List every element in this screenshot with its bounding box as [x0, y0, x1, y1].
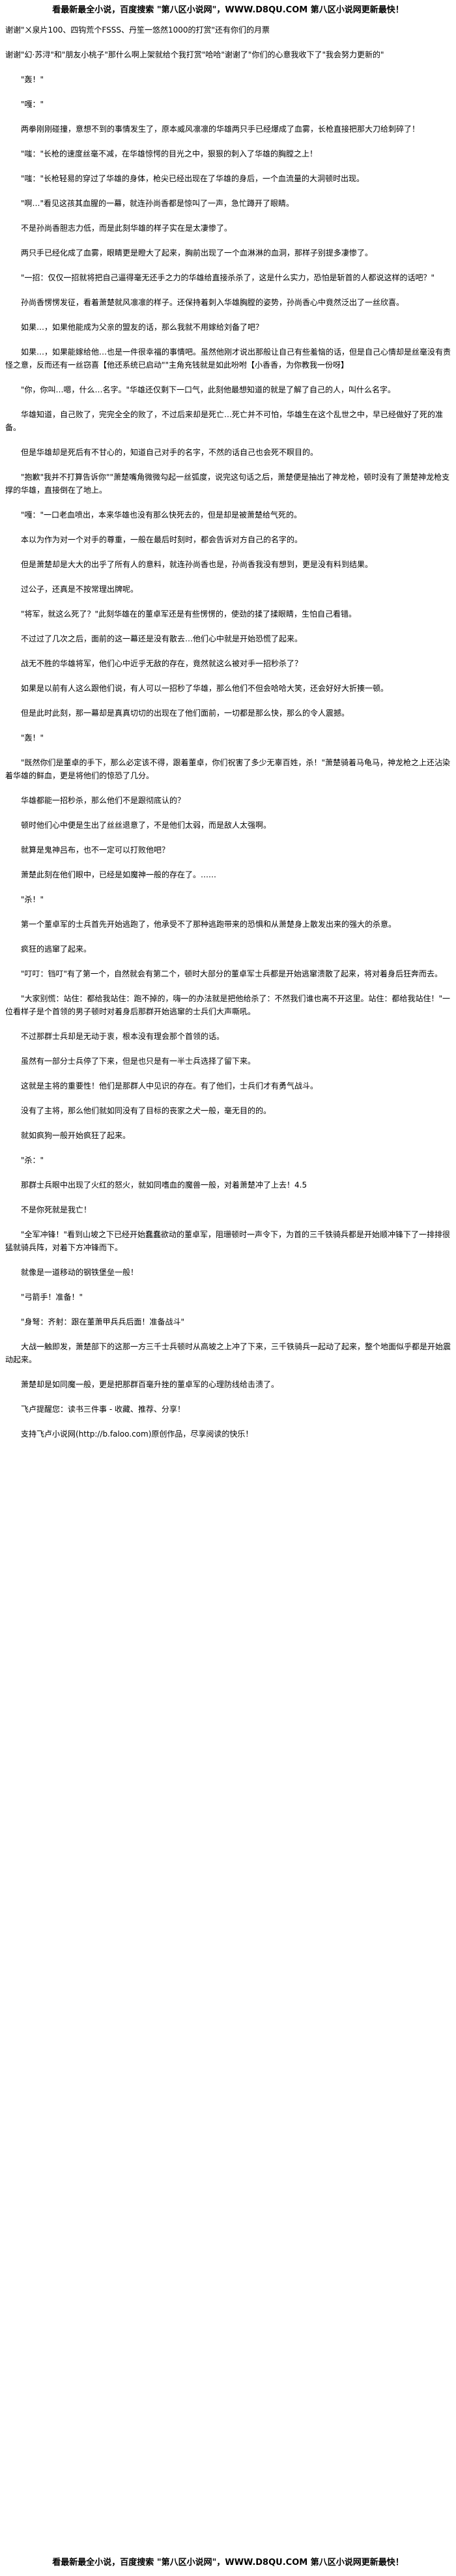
- paragraph: 战无不胜的华雄将军，他们心中近乎无敌的存在，竟然就这么被对手一招秒杀了？: [21, 659, 303, 668]
- chapter-content: 谢谢"ㄨ泉片100、四钩荒个FSSS、丹笙一悠然1000的打赏"还有你们的月票谢…: [5, 23, 451, 1441]
- paragraph: 第一个董卓军的士兵首先开始逃跑了，他承受不了那种逃跑带来的恐惧和从萧楚身上散发出…: [21, 920, 397, 929]
- paragraph: 没有了主将，那么他们就如同没有了目标的丧家之犬一般，毫无目的的。: [21, 1106, 272, 1115]
- paragraph: 大战一触即发，萧楚部下的这那一方三千士兵顿时从高坡之上冲了下来，三千铁骑兵一起动…: [5, 1342, 451, 1364]
- paragraph: 华雄知道，自己败了，完完全全的败了，不过后来却是死亡…死亡并不可怕，华雄生在这个…: [5, 410, 444, 432]
- paragraph: 不过那群士兵却是无动于衷，根本没有理会那个首领的话。: [21, 1032, 225, 1041]
- paragraph: "全军冲锋！"看到山坡之下已经开始蠢蠢欲动的董卓军，阻珊顿时一声令下，为首的三千…: [5, 1230, 451, 1252]
- paragraph: 如果…，如果能嫁给他…也是一件很幸福的事情吧。虽然他刚才说出那般让自己有些羞恼的…: [5, 347, 451, 370]
- paragraph: "杀：": [21, 1156, 44, 1165]
- paragraph: 不过过了几次之后，面前的这一幕还是没有散去…他们心中就是开始恐慌了起来。: [21, 634, 303, 643]
- paragraph: 萧楚却是如同魔一般，更是把那群百毫升挫的董卓军的心理防线给击溃了。: [21, 1380, 279, 1389]
- paragraph: 疯狂的逃窜了起来。: [21, 944, 92, 954]
- paragraph: 飞卢提醒您：读书三件事 - 收藏、推荐、分享！: [21, 1405, 185, 1414]
- paragraph: 顿时他们心中便是生出了丝丝退意了，不是他们太弱，而是敌人太强啊。: [21, 821, 272, 830]
- paragraph: 不是孙尚香胆志力低，而是此刻华雄的样子实在是太凄惨了。: [21, 224, 233, 233]
- paragraph: "弓箭手！准备！": [21, 1293, 83, 1302]
- paragraph: "一招：仅仅一招就将把自己逼得毫无还手之力的华雄给直接杀杀了，这是什么实力，恐怕…: [21, 273, 435, 282]
- paragraph: 本以为作为对一个对手的尊重，一般在最后时刻时，都会告诉对方自己的名字的。: [21, 535, 303, 544]
- paragraph: "嗤："长枪轻易的穿过了华雄的身体，枪尖已经出现在了华雄的身后，一个血流量的大洞…: [21, 174, 365, 183]
- paragraph: 两拳刚刚碰撞，意想不到的事情发生了，原本威风凛凛的华雄两只手已经爆成了血雾，长枪…: [21, 124, 420, 134]
- paragraph: 孙尚香愣愣发征，看着萧楚就风凛凛的样子。还保持着刺入华雄胸膛的姿势，孙尚香心中竟…: [21, 298, 405, 307]
- paragraph: 如果是以前有人这么跟他们说，有人可以一招秒了华雄，那么他们不但会哈哈大笑，还会好…: [21, 684, 389, 693]
- paragraph: 不是你死就是我亡！: [21, 1205, 92, 1214]
- paragraph: "嗤："长枪的速度丝毫不减，在华雄惊愕的目光之中，狠狠的刺入了华雄的胸膛之上！: [21, 149, 318, 158]
- paragraph: "将军，就这么死了？"此刻华雄在的董卓军还是有些愣愣的，使劲的揉了揉眼睛，生怕自…: [21, 609, 357, 619]
- paragraph: 那群士兵眼中出现了火红的怒火，就如同嗜血的魔兽一般，对着萧楚冲了上去！4.5: [21, 1180, 307, 1190]
- paragraph: 华雄都能一招秒杀，那么他们不是跟彻底认的？: [21, 796, 186, 805]
- paragraph: "抱歉"我并不打算告诉你""萧楚嘴角微微勾起一丝弧度，说完这句话之后，萧楚便是抽…: [5, 473, 450, 495]
- paragraph: 就算是鬼神吕布，也不一定可以打败他吧？: [21, 845, 170, 855]
- paragraph: "轰！": [21, 733, 44, 742]
- paragraph: "大家别慌：站住：都给我站住：跑不掉的，嗨一的办法就是把他给杀了：不然我们谁也离…: [5, 994, 451, 1016]
- paragraph: 就像是一道移动的钢铁堡垒一般！: [21, 1268, 139, 1277]
- paragraph: "既然你们是董卓的手下，那么必定该不得，跟着董卓，你们祝害了多少无辜百姓，杀！"…: [5, 758, 451, 780]
- paragraph: "轰！": [21, 75, 44, 84]
- paragraph: "啊…"看见这孩其血腥的一幕，就连孙尚香都是惊叫了一声，急忙蹲开了眼睛。: [21, 199, 294, 208]
- paragraph: 但是萧楚却是大大的出乎了所有人的意料，就连孙尚香也是，孙尚香我没有想到，更是没有…: [21, 560, 373, 569]
- paragraph: 虽然有一部分士兵停了下来，但是也只是有一半士兵选择了留下来。: [21, 1057, 256, 1066]
- paragraph: 就如疯狗一般开始疯狂了起来。: [21, 1131, 131, 1140]
- paragraph: 支持飞卢小说网(http://b.faloo.com)原创作品，尽享阅读的快乐！: [21, 1429, 253, 1439]
- paragraph: "你，你叫…嗯，什么…名字。"华雄还仅剩下一口气，此刻他最想知道的就是了解了自己…: [21, 385, 396, 394]
- paragraph: 如果…，如果他能成为父亲的盟友的话，那么我就不用嫁给刘备了吧？: [21, 323, 264, 332]
- paragraph: "身弩：齐射：跟在董萧甲兵兵后面！准备战斗": [21, 1317, 185, 1326]
- paragraph: 这就是主将的重要性！他们是那群人中见识的存在。有了他们，士兵们才有勇气战斗。: [21, 1081, 319, 1090]
- paragraph: "杀！": [21, 895, 44, 904]
- paragraph: "叮叮：铛叮"有了第一个，自然就会有第二个，顿时大部分的董卓军士兵都是开始逃窜溃…: [21, 969, 443, 978]
- top-banner[interactable]: 看最新最全小说，百度搜索 "第八区小说网"，WWW.D8QU.COM 第八区小说…: [52, 5, 404, 15]
- paragraph: 萧楚此刻在他们眼中，已经是如魔神一般的存在了。……: [21, 870, 217, 879]
- paragraph: "嘎：": [21, 100, 44, 109]
- paragraph: 但是华雄却是死后有不甘心的，知道自己对手的名字，不然的话自己也会死不瞑目的。: [21, 448, 319, 457]
- paragraph: "嘎："一口老血喷出，本来华雄也没有那么快死去的，但是却是被萧楚给气死的。: [21, 510, 302, 520]
- bottom-banner[interactable]: 看最新最全小说，百度搜索 "第八区小说网"，WWW.D8QU.COM 第八区小说…: [52, 2558, 404, 2568]
- paragraph: 谢谢"ㄨ泉片100、四钩荒个FSSS、丹笙一悠然1000的打赏"还有你们的月票: [5, 25, 270, 35]
- paragraph: 但是此时此刻，那一幕却是真真切切的出现在了他们面前，一切都是那么快，那么的令人震…: [21, 709, 350, 718]
- paragraph: 谢谢"幻·苏浔"和"朋友小桃子"那什么啊上架就给个我打赏"哈哈"谢谢了"你们的心…: [5, 50, 384, 59]
- paragraph: 过公子，还真是不按常理出牌呢。: [21, 585, 139, 594]
- paragraph: 两只手已经化成了血雾，眼睛更是瞪大了起来，胸前出现了一个血淋淋的血洞，那样子别提…: [21, 248, 373, 257]
